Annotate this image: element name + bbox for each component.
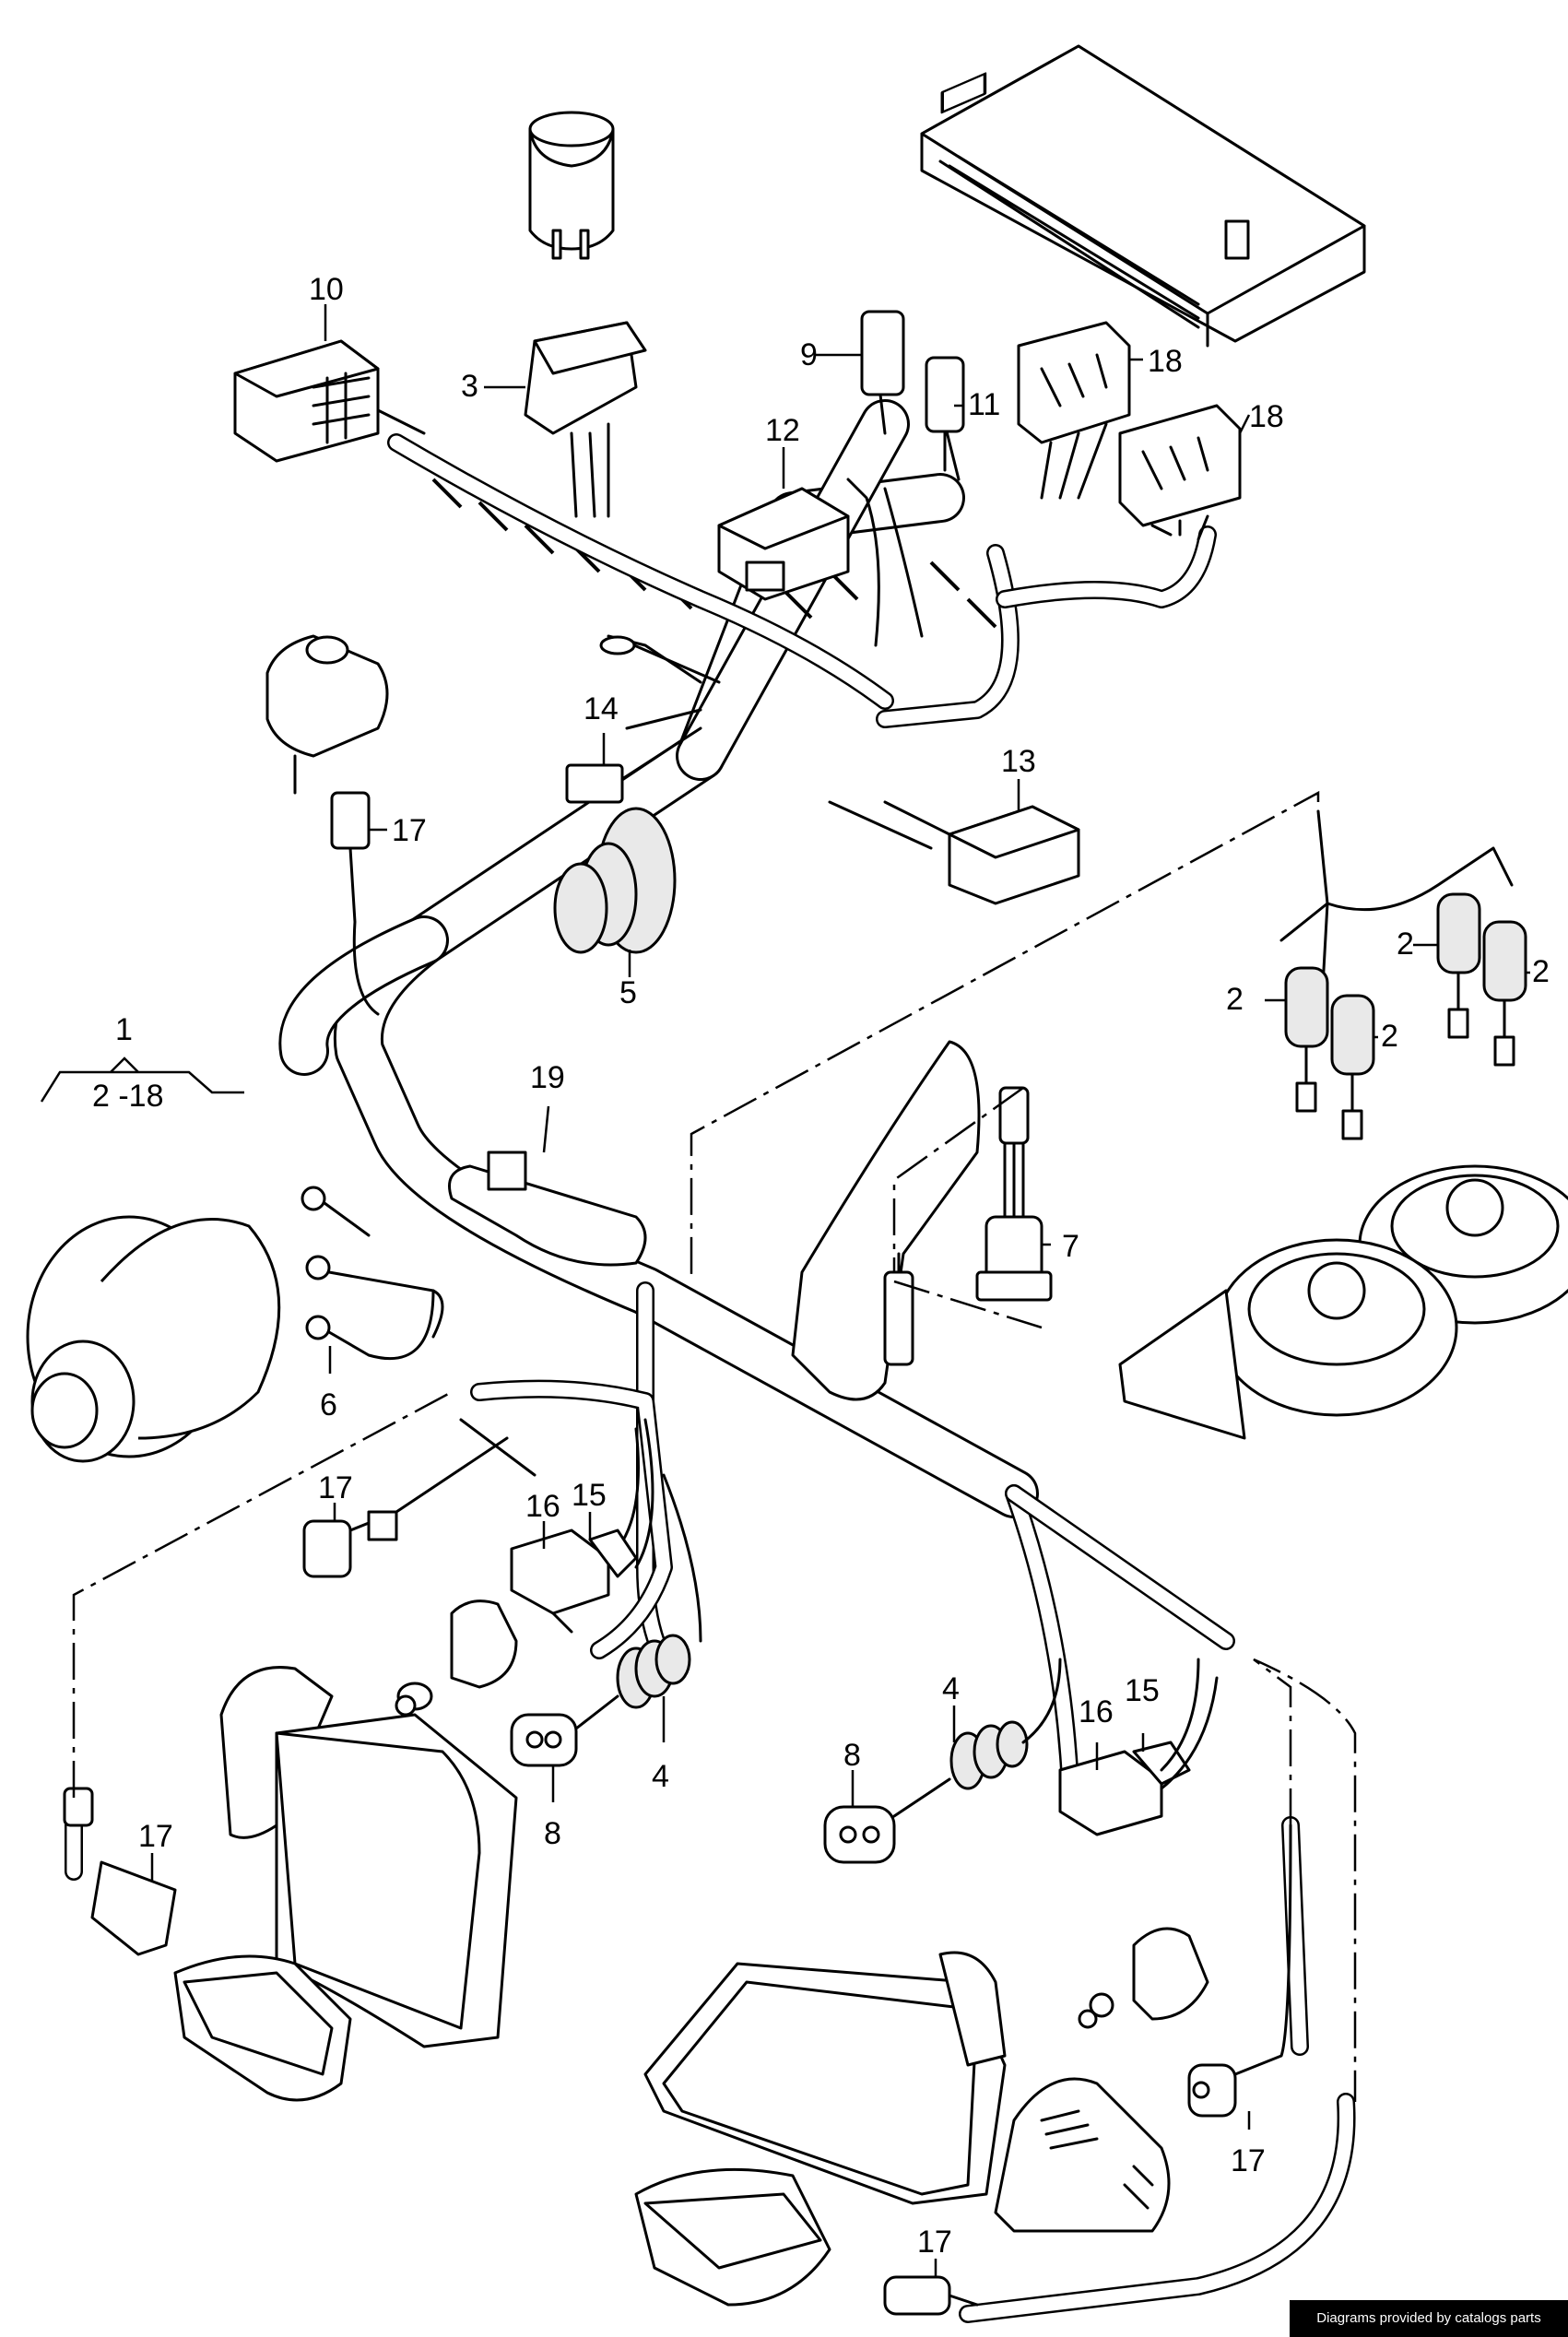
connector-10 [233,339,426,463]
bulb-holder-17-bottom [883,2275,979,2316]
label-4-a: 4 [652,1759,669,1794]
bulb-holder-17-lower-left [63,1787,177,1956]
relay [528,111,615,260]
bulb-holder-17-left [302,1436,509,1578]
label-5: 5 [619,975,637,1010]
label-2-c: 2 [1226,982,1244,1017]
grommet-4-left [616,1634,691,1709]
label-15-a: 15 [572,1478,607,1513]
label-11: 11 [968,387,1000,422]
lamp-socket-right [1078,1927,1209,2029]
plugs-2 [1279,809,1527,1140]
connector-8-right [823,1777,951,1864]
label-10: 10 [309,272,344,307]
part-labels: 1 2 -18 2 2 2 2 3 4 4 5 6 7 8 8 9 10 11 … [92,272,1550,2260]
ring-terminals-6 [301,1186,444,1361]
label-2-d: 2 [1381,1019,1398,1054]
headlamp-left [219,1666,518,2048]
label-8-b: 8 [843,1738,861,1773]
horns [1118,1164,1568,1440]
alternator [26,1215,281,1463]
label-18-b: 18 [1249,399,1284,434]
left-lower-branch [459,1379,702,1659]
headlamp-right [643,1951,1007,2205]
label-12: 12 [765,413,800,448]
bulb-holder-17-right [1187,1824,1292,2118]
label-9: 9 [800,337,818,372]
connector-18-b [1118,404,1242,541]
lamp-socket-left [395,1599,518,1717]
connector-18-a [1017,321,1131,500]
connector-9 [860,310,905,435]
label-17-e: 17 [917,2225,952,2260]
label-16-b: 16 [1079,1694,1114,1729]
label-1: 1 [115,1012,133,1047]
connector-11 [925,356,965,472]
label-6: 6 [320,1387,337,1422]
label-18-a: 18 [1148,344,1183,379]
actuator-top-left [265,634,389,1016]
label-4-b: 4 [942,1671,960,1706]
connector-15-16-left [510,1528,638,1634]
sensor-14 [565,726,702,804]
label-19: 19 [530,1060,565,1095]
label-2-b: 2 [1532,954,1550,989]
label-15-b: 15 [1125,1673,1160,1708]
label-17-d: 17 [1231,2143,1266,2178]
dashed-association-lines [72,790,1357,2102]
upper-branch [387,376,1217,850]
label-14: 14 [584,691,619,726]
inner-panel [791,1040,981,1401]
label-2-a: 2 [1397,927,1414,962]
grommet-4-right [949,1658,1062,1790]
connector-12 [717,487,850,601]
label-3: 3 [461,369,478,404]
connector-8-left [510,1694,619,1767]
label-8-a: 8 [544,1816,561,1851]
sensor-7 [975,1086,1053,1302]
label-16-a: 16 [525,1489,560,1524]
fuse-relay-panel [920,44,1366,348]
indicator-right [994,2077,1171,2233]
foglamp-right [634,2167,831,2307]
ground-lead [599,635,721,684]
connector-15-16-right [1058,1658,1219,1836]
label-17-c: 17 [138,1819,173,1854]
connector-3 [524,321,647,518]
label-13: 13 [1001,744,1036,779]
footer-credit: Diagrams provided by catalogs parts [1290,2300,1568,2337]
foglamp-left [173,1954,352,2102]
label-7: 7 [1062,1229,1079,1264]
label-1-range: 2 -18 [92,1079,164,1114]
bracket-13 [883,800,1080,905]
clip-19 [448,1151,647,1267]
leader-lines [40,304,1530,2277]
grommet-5 [553,807,677,954]
label-17-a: 17 [392,813,427,848]
label-17-b: 17 [318,1470,353,1505]
